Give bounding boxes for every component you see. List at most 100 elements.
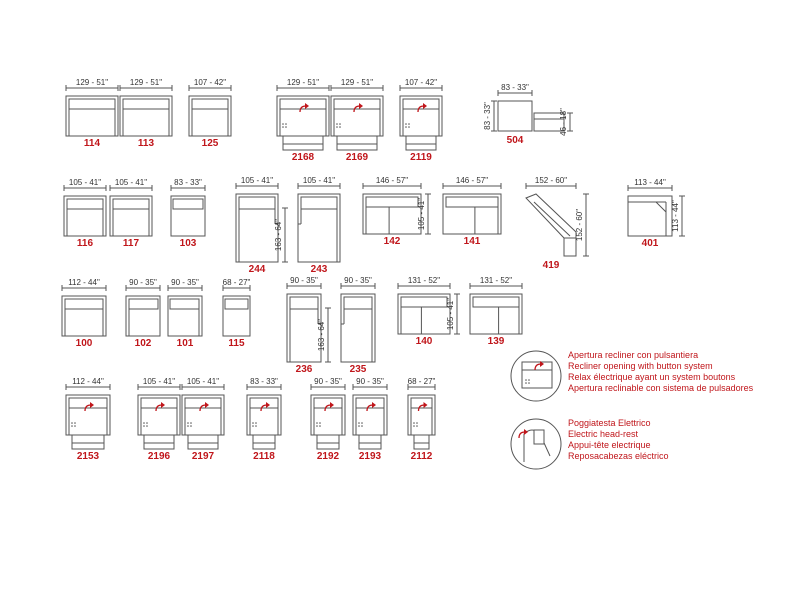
module-140: 131 - 52" 140 105 - 41"	[397, 276, 460, 347]
module-code: 139	[488, 336, 505, 347]
depth-dimension: 83 - 33"	[483, 102, 492, 130]
depth-dimension: 105 - 41"	[417, 198, 426, 230]
module-code: 115	[228, 338, 245, 349]
module-code: 2193	[359, 451, 382, 462]
module-code: 2112	[411, 451, 433, 462]
legend-line: Recliner opening with button system	[568, 361, 713, 371]
width-dimension: 129 - 51"	[287, 78, 319, 87]
module-103: 83 - 33" 103	[170, 178, 206, 249]
width-dimension: 90 - 35"	[356, 377, 384, 386]
width-dimension: 146 - 57"	[456, 176, 488, 185]
width-dimension: 107 - 42"	[405, 78, 437, 87]
depth-dimension: 105 - 41"	[446, 298, 455, 330]
legend-line: Relax électrique ayant un system boutons	[568, 372, 736, 382]
width-dimension: 105 - 41"	[143, 377, 175, 386]
width-dimension: 129 - 51"	[341, 78, 373, 87]
width-dimension: 105 - 41"	[187, 377, 219, 386]
module-113: 129 - 51" 113	[119, 78, 173, 149]
module-141: 146 - 57" 141	[442, 176, 502, 247]
width-dimension: 105 - 41"	[115, 178, 147, 187]
module-115: 68 - 27"115	[222, 278, 251, 349]
module-code: 103	[180, 238, 197, 249]
module-102: 90 - 35" 102	[125, 278, 161, 349]
width-dimension: 83 - 33"	[501, 83, 529, 92]
module-code: 236	[296, 364, 313, 375]
module-2196: 105 - 41"2196	[137, 377, 181, 462]
module-code: 140	[416, 336, 433, 347]
legend-line: Appui-tête electrique	[568, 440, 651, 450]
module-2153: 112 - 44" 2153	[65, 377, 111, 462]
width-dimension: 129 - 51"	[76, 78, 108, 87]
width-dimension: 90 - 35"	[314, 377, 342, 386]
module-139: 131 - 52" 139	[469, 276, 523, 347]
module-2192: 90 - 35" 2192	[310, 377, 346, 462]
module-code: 114	[84, 138, 101, 149]
width-dimension: 90 - 35"	[290, 276, 318, 285]
width-dimension: 105 - 41"	[69, 178, 101, 187]
module-code: 117	[123, 238, 140, 249]
module-116: 105 - 41" 116	[63, 178, 107, 249]
legend-line: Electric head-rest	[568, 429, 639, 439]
module-2112: 68 - 27" 2112	[407, 377, 436, 462]
module-117: 105 - 41" 117	[109, 178, 153, 249]
width-dimension: 113 - 44"	[634, 178, 666, 187]
width-dimension: 131 - 52"	[480, 276, 512, 285]
module-code: 2118	[253, 451, 275, 462]
module-100: 112 - 44" 100	[61, 278, 107, 349]
width-dimension: 83 - 33"	[250, 377, 278, 386]
legend-line: Apertura reclinable con sistema de pulsa…	[568, 383, 754, 393]
width-dimension: 112 - 44"	[72, 377, 104, 386]
module-code: 125	[202, 138, 219, 149]
module-code: 2153	[77, 451, 100, 462]
module-2119: 107 - 42" 2119	[399, 78, 443, 163]
module-code: 235	[350, 364, 367, 375]
width-dimension: 105 - 41"	[303, 176, 335, 185]
depth-dimension: 163 - 64"	[274, 219, 283, 251]
module-2118: 83 - 33" 2118	[246, 377, 282, 462]
width-dimension: 90 - 35"	[129, 278, 157, 287]
module-code: 100	[76, 338, 93, 349]
module-code: 243	[311, 264, 328, 275]
width-dimension: 152 - 60"	[535, 176, 567, 185]
module-2169: 129 - 51"2169	[330, 78, 384, 163]
legend-line: Reposacabezas eléctrico	[568, 451, 669, 461]
headrest-icon	[510, 418, 562, 470]
module-101: 90 - 35" 101	[167, 278, 203, 349]
module-code: 141	[464, 236, 481, 247]
width-dimension: 129 - 51"	[130, 78, 162, 87]
module-235: 90 - 35" 235	[340, 276, 376, 375]
legend-line: Apertura recliner con pulsantiera	[568, 350, 698, 360]
module-code: 116	[77, 238, 94, 249]
module-code: 102	[135, 338, 152, 349]
module-code: 2197	[192, 451, 215, 462]
depth-dimension: 113 - 44"	[671, 200, 680, 232]
module-code: 2192	[317, 451, 340, 462]
module-code: 2119	[410, 152, 432, 163]
depth-dimension: 46 - 18"	[559, 108, 568, 136]
width-dimension: 90 - 35"	[344, 276, 372, 285]
width-dimension: 68 - 27"	[408, 377, 436, 386]
module-114: 129 - 51" 114	[65, 78, 119, 149]
module-code: 504	[507, 135, 524, 146]
module-code: 401	[642, 238, 659, 249]
module-code: 2168	[292, 152, 315, 163]
module-code: 113	[138, 138, 155, 149]
module-2193: 90 - 35" 2193	[352, 377, 388, 462]
module-code: 101	[177, 338, 194, 349]
width-dimension: 90 - 35"	[171, 278, 199, 287]
module-125: 107 - 42" 125	[188, 78, 232, 149]
module-401: 113 - 44" 401 113 - 44"	[627, 178, 685, 249]
depth-dimension: 152 - 60"	[575, 209, 584, 241]
width-dimension: 83 - 33"	[174, 178, 202, 187]
module-2197: 105 - 41" 2197	[181, 377, 225, 462]
module-code: 244	[249, 264, 266, 275]
width-dimension: 146 - 57"	[376, 176, 408, 185]
width-dimension: 131 - 52"	[408, 276, 440, 285]
module-243: 105 - 41" 243	[297, 176, 341, 275]
width-dimension: 107 - 42"	[194, 78, 226, 87]
width-dimension: 112 - 44"	[68, 278, 100, 287]
